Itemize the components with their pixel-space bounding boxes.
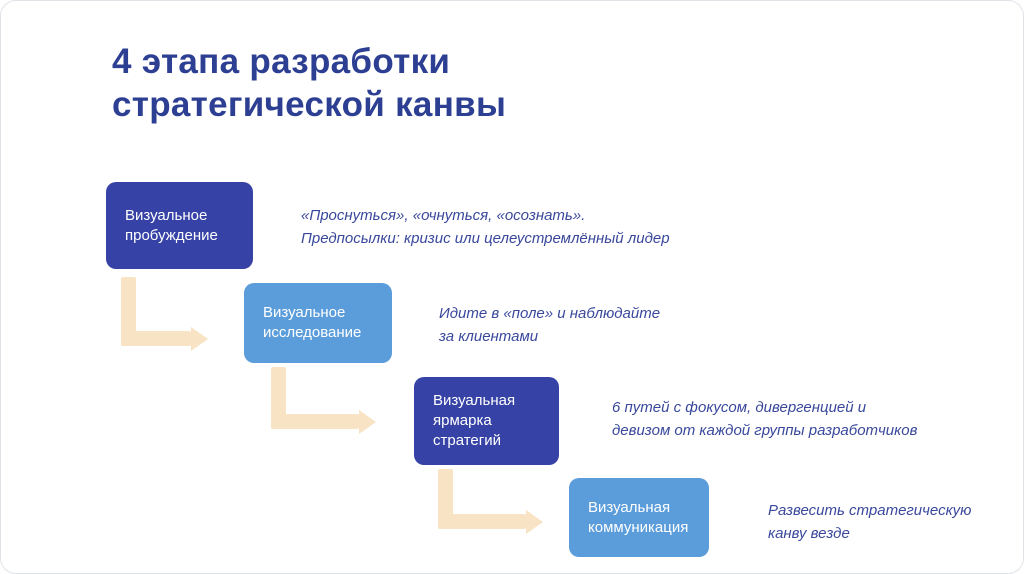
step-label: Визуальное исследование [263,304,362,341]
arrow-head-icon [359,410,376,434]
arrow-vertical-shaft [271,367,286,429]
step-label: Визуальная ярмарка стратегий [433,392,516,449]
arrow-horizontal-shaft [438,514,526,529]
step-description-visual-exploration: Идите в «поле» и наблюдайте за клиентами [439,305,661,345]
step-box-visual-strategy-fair: Визуальная ярмарка стратегий [414,377,559,465]
step-box-visual-communication: Визуальная коммуникация [569,478,709,557]
step-box-visual-exploration: Визуальное исследование [244,283,392,363]
step-description-visual-communication: Развесить стратегическую канву везде [768,502,972,542]
arrow-vertical-shaft [121,277,136,346]
arrow-head-icon [191,327,208,351]
step-description-visual-awakening: «Проснуться», «очнуться, «осознать». Пре… [301,207,670,247]
arrow-head-icon [526,510,543,534]
step-description-visual-strategy-fair: 6 путей с фокусом, дивергенцией и девизо… [612,399,918,439]
slide-title: 4 этапа разработки стратегической канвы [112,42,507,124]
step-label: Визуальное пробуждение [125,206,218,244]
arrow-horizontal-shaft [121,331,191,346]
step-box-visual-awakening: Визуальное пробуждение [106,182,253,269]
step-label: Визуальная коммуникация [588,498,689,536]
arrow-horizontal-shaft [271,414,359,429]
